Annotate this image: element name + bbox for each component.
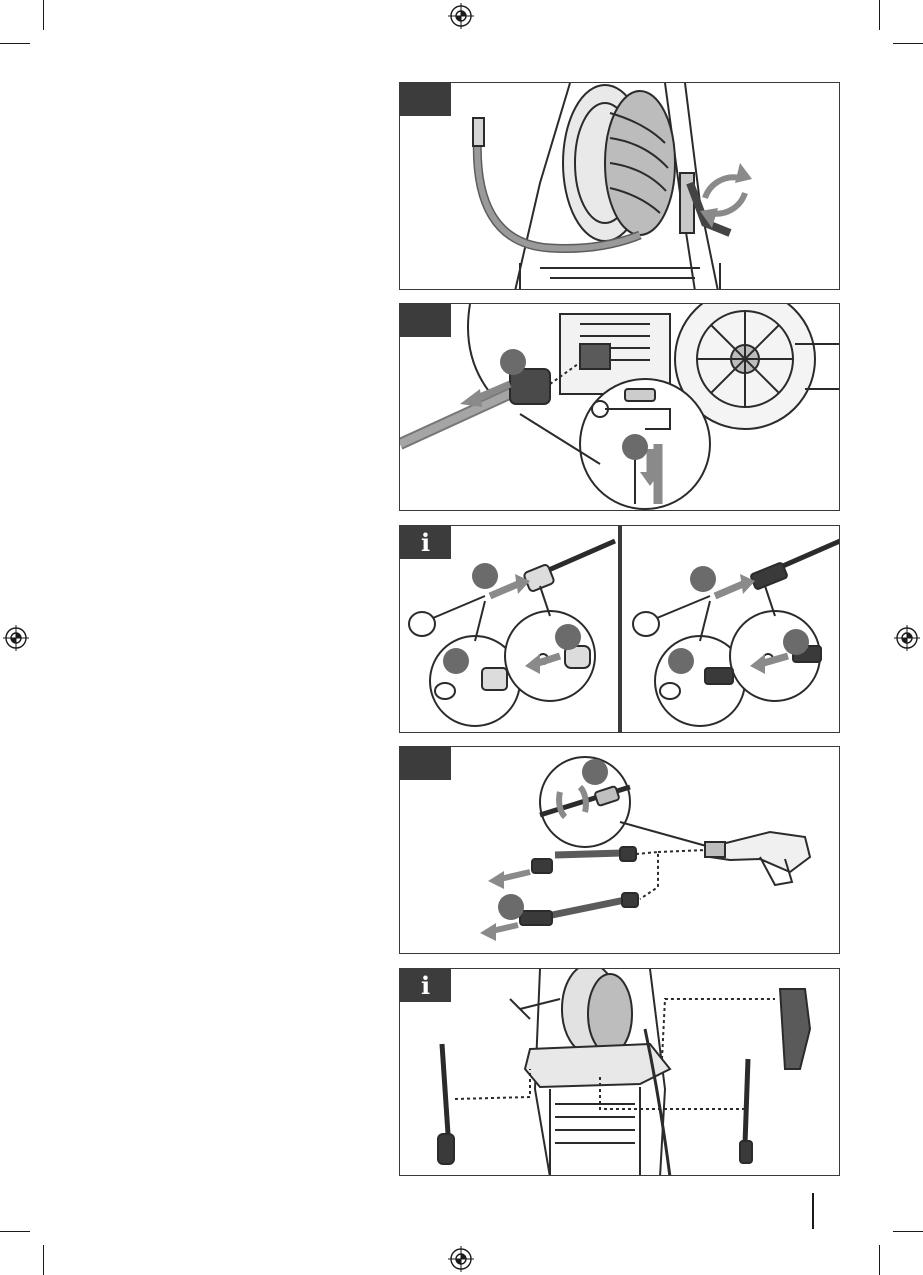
water-connection-illustration	[400, 304, 840, 511]
step-marker	[443, 648, 469, 674]
step-marker	[472, 563, 498, 589]
panel-hose-reel	[399, 82, 840, 290]
step-marker	[622, 434, 648, 460]
panel-lance-attach	[399, 746, 840, 954]
info-icon: i	[400, 526, 451, 559]
panel-nozzle-cleaning: i	[399, 525, 840, 733]
registration-mark-icon	[448, 3, 474, 29]
crop-mark-br-v	[879, 1245, 880, 1275]
panel-badge	[400, 83, 451, 116]
panel-accessory-storage: i	[399, 968, 840, 1176]
step-marker	[668, 648, 694, 674]
step-marker	[500, 349, 526, 375]
crop-mark-bl-v	[43, 1245, 44, 1275]
step-marker	[783, 629, 809, 655]
step-marker	[582, 759, 608, 785]
crop-mark-bl-h	[0, 1231, 30, 1232]
hose-reel-illustration	[400, 83, 840, 290]
rotate-arrow-icon	[705, 177, 745, 213]
registration-mark-icon	[3, 625, 29, 651]
registration-mark-icon	[448, 1246, 474, 1272]
step-marker	[498, 894, 524, 920]
crop-mark-tr-h	[893, 43, 923, 44]
accessory-storage-illustration	[400, 969, 840, 1176]
crop-mark-tl-h	[0, 43, 30, 44]
panel-divider	[618, 526, 622, 732]
panel-badge	[400, 747, 451, 780]
panel-badge	[400, 304, 451, 337]
crop-mark-tl-v	[43, 0, 44, 30]
lance-attach-illustration	[400, 747, 840, 954]
crop-mark-tr-v	[879, 0, 880, 30]
panel-water-connection	[399, 303, 840, 511]
page-number-marker	[812, 1193, 814, 1229]
crop-mark-br-h	[893, 1231, 923, 1232]
step-marker	[555, 624, 581, 650]
step-marker	[690, 566, 716, 592]
registration-mark-icon	[894, 625, 920, 651]
info-icon: i	[400, 969, 451, 1002]
